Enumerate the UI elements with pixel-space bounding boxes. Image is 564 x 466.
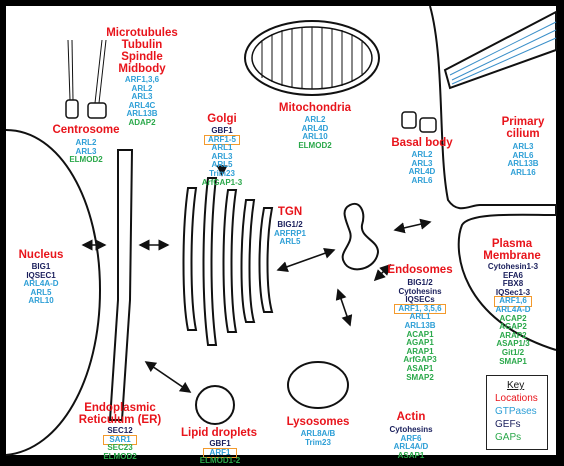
location-nucleus: Nucleus [12,249,70,261]
location-lysosomes: Lysosomes [278,416,358,428]
lysosome-shape [288,362,348,408]
location-golgi: Golgi [198,113,246,125]
legend-item-gefs: GEFs [495,418,547,431]
legend-key: Key Locations GTPases GEFs GAPs [486,375,548,450]
location-tgn: TGN [270,206,310,218]
legend-item-gaps: GAPs [495,431,547,444]
lipid-droplet-shape [196,386,234,424]
lipid-droplets-proteins: GBF1 ARF1 ELMOD1-2 [190,440,250,466]
location-actin: Actin [386,411,436,423]
legend-item-locations: Locations [495,392,547,405]
location-lipid-droplets: Lipid droplets [176,427,262,439]
legend-title: Key [495,379,547,392]
location-centrosome: Centrosome [46,124,126,136]
legend-item-gtpases: GTPases [495,405,547,418]
location-basal-body: Basal body [386,137,458,149]
location-endosomes: Endosomes [384,264,456,276]
location-mitochondria: Mitochondria [270,102,360,114]
